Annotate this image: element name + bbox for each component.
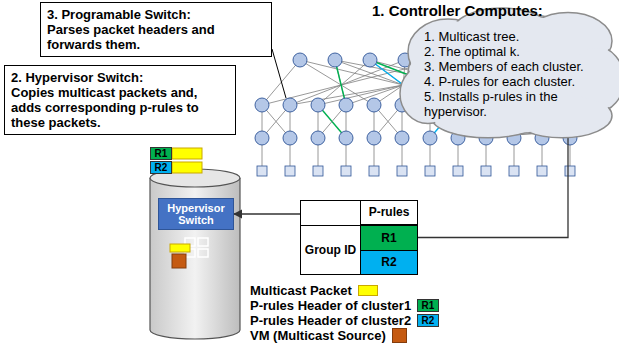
prule-tag: R1	[150, 147, 172, 160]
box-heading: 3. Programable Switch:	[47, 7, 265, 22]
switch-node	[395, 131, 409, 145]
table-cell	[300, 200, 361, 226]
legend-text: P-rules Header of cluster1	[250, 298, 411, 313]
switch-node	[339, 131, 353, 145]
legend-swatch-label: R1	[418, 300, 438, 311]
server-host	[481, 166, 491, 176]
vm-icon	[172, 254, 186, 268]
table-cell: R2	[360, 250, 418, 275]
server-host	[313, 166, 323, 176]
switch-label: Hypervisor Switch	[161, 202, 231, 226]
server-host	[537, 166, 547, 176]
switch-node	[367, 98, 381, 112]
multicast-packet	[172, 162, 202, 173]
server-host	[565, 166, 575, 176]
list-item: 5. Installs p-rules in the hypervisor.	[424, 89, 602, 119]
prule-tag: R2	[150, 161, 172, 174]
multicast-packet	[172, 148, 202, 159]
switch-node	[311, 131, 325, 145]
switch-node	[255, 131, 269, 145]
hypervisor-switch: Hypervisor Switch	[158, 198, 234, 230]
connector	[418, 138, 568, 238]
leader-line	[272, 49, 286, 98]
prules-table: P-rulesGroup IDR1R2	[300, 200, 418, 275]
switch-node	[423, 131, 437, 145]
server-body	[150, 178, 240, 339]
switch-node	[293, 53, 307, 67]
server-host	[369, 166, 379, 176]
switch-node	[367, 131, 381, 145]
server-host	[257, 166, 267, 176]
switch-node	[311, 98, 325, 112]
list-item: 3. Members of each cluster.	[424, 59, 602, 74]
legend-swatch	[358, 285, 378, 296]
legend-text: P-rules Header of cluster2	[250, 313, 411, 328]
server-host	[425, 166, 435, 176]
switch-node	[283, 131, 297, 145]
box-body: Copies multicast packets and, adds corre…	[11, 85, 229, 130]
legend-swatch-label: R2	[418, 315, 438, 326]
callout-box: 2. Hypervisor Switch:Copies multicast pa…	[4, 65, 236, 135]
box-body: Parses packet headers and forwards them.	[47, 22, 265, 52]
legend-swatch	[392, 328, 407, 343]
server-host	[397, 166, 407, 176]
server-host	[341, 166, 351, 176]
box-heading: 2. Hypervisor Switch:	[11, 70, 229, 85]
cloud-list: 1. Multicast tree.2. The optimal k.3. Me…	[424, 29, 602, 119]
table-cell: R1	[360, 225, 418, 251]
switch-node	[255, 98, 269, 112]
switch-node	[283, 98, 297, 112]
list-item: 1. Multicast tree.	[424, 29, 602, 44]
table-cell: Group ID	[300, 225, 361, 275]
legend-text: VM (Multicast Source)	[250, 328, 386, 343]
multicast-packet	[170, 244, 190, 252]
list-item: 4. P-rules for each cluster.	[424, 74, 602, 89]
switch-node	[339, 98, 353, 112]
connector	[234, 213, 300, 214]
controller-cloud: 1. Controller Computes: 1. Multicast tree…	[372, 0, 617, 138]
switch-node	[363, 53, 377, 67]
controller-heading: 1. Controller Computes:	[372, 0, 617, 19]
switch-node	[328, 53, 342, 67]
callout-box: 3. Programable Switch:Parses packet head…	[40, 2, 272, 57]
link	[262, 60, 300, 105]
server-host	[453, 166, 463, 176]
server-host	[285, 166, 295, 176]
list-item: 2. The optimal k.	[424, 44, 602, 59]
legend-swatch: R2	[417, 314, 439, 327]
legend-text: Multicast Packet	[250, 283, 352, 298]
table-cell: P-rules	[360, 200, 418, 225]
legend-swatch: R1	[417, 299, 439, 312]
server-host	[509, 166, 519, 176]
